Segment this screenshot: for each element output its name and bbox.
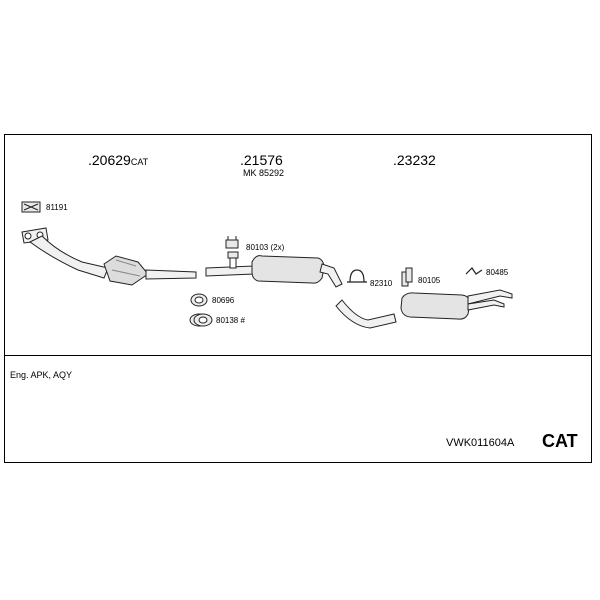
- rear-muffler: [400, 292, 471, 320]
- section-divider: [4, 355, 592, 356]
- center-muffler: [251, 255, 325, 284]
- part-suffix-20629: CAT: [130, 157, 149, 167]
- hanger-80105: [401, 267, 413, 287]
- cat-outlet-pipe: [145, 269, 197, 280]
- clamp-80103: [225, 236, 239, 259]
- label-80485: 80485: [486, 268, 509, 277]
- diagram-frame: [4, 134, 592, 463]
- tailpipe-lower: [467, 299, 505, 311]
- gasket-81191: [21, 201, 41, 213]
- label-81191: 81191: [46, 203, 68, 212]
- ring-80138: [189, 313, 213, 327]
- downpipe: [29, 235, 109, 279]
- label-82310: 82310: [370, 279, 393, 288]
- front-pipe-catalytic-converter: [21, 227, 197, 286]
- part-label-20629: .20629CAT: [88, 152, 148, 170]
- catalytic-converter: [103, 255, 149, 286]
- rear-bend-pipe: [335, 299, 397, 329]
- part-number-20629: .20629: [88, 152, 131, 168]
- bracket-80485: [465, 267, 483, 275]
- kit-code: VWK011604A: [446, 437, 515, 449]
- label-80105: 80105: [418, 276, 441, 285]
- center-muffler-outlet: [319, 263, 343, 288]
- part-number-23232: .23232: [393, 152, 436, 168]
- ring-80696: [190, 293, 208, 307]
- part-number-21576: .21576: [240, 152, 283, 168]
- label-80138: 80138 #: [216, 316, 245, 325]
- label-80103: 80103 (2x): [246, 243, 285, 252]
- rear-muffler-assembly: [335, 289, 513, 329]
- label-80696: 80696: [212, 296, 235, 305]
- part-note-21576: MK 85292: [243, 168, 285, 178]
- center-muffler-assembly: [205, 255, 343, 288]
- engine-note: Eng. APK, AQY: [10, 370, 73, 380]
- kit-type-badge: CAT: [542, 431, 578, 451]
- clamp-82310: [347, 269, 367, 283]
